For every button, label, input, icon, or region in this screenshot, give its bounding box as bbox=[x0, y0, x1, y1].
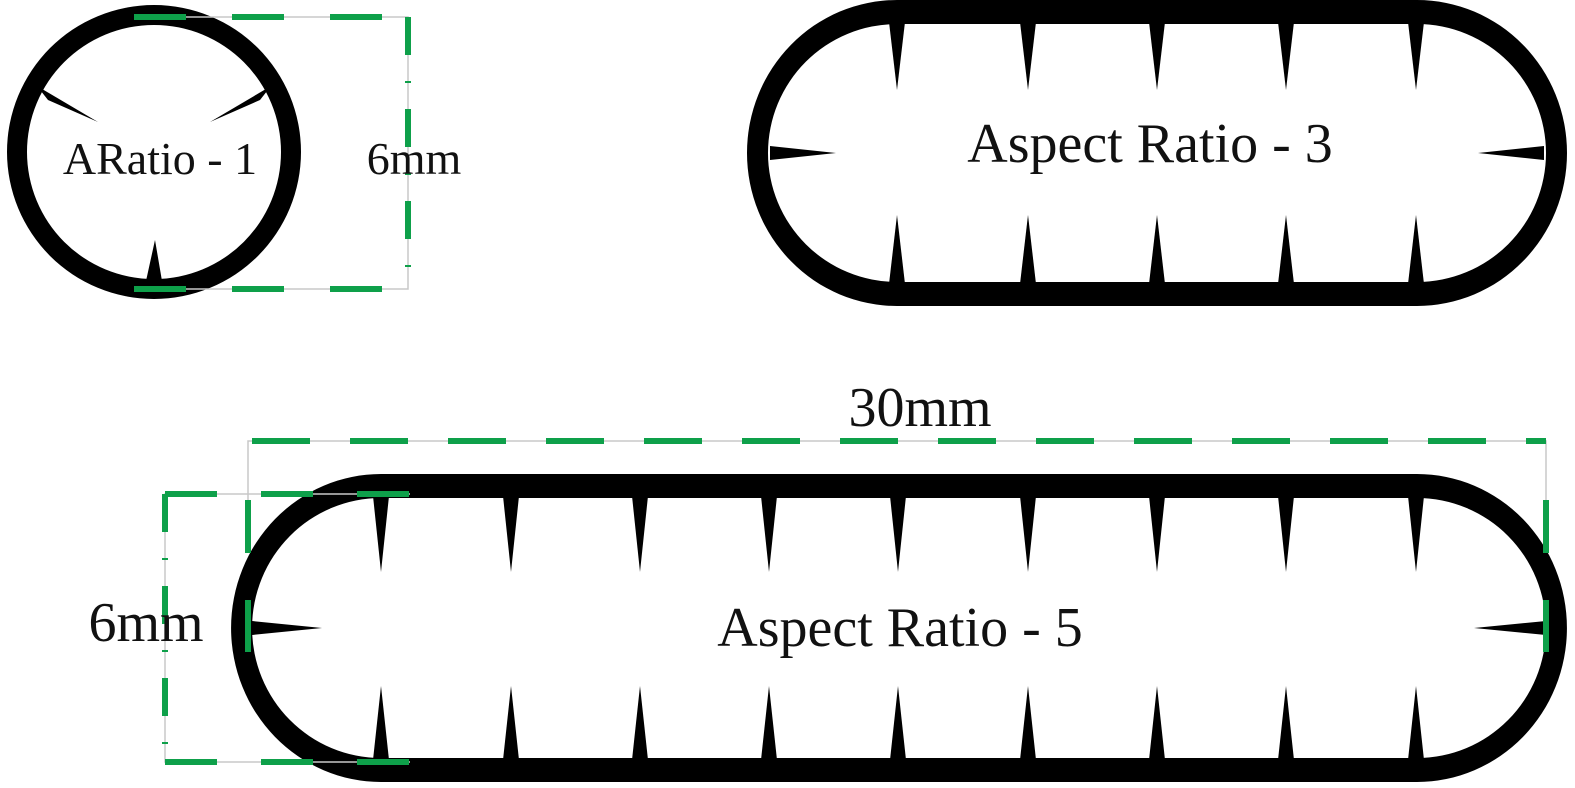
circle-label: ARatio - 1 bbox=[63, 133, 257, 184]
oval-ratio3-spike-right bbox=[1478, 146, 1544, 160]
oval-ratio5-spike-bottom bbox=[1408, 686, 1424, 760]
oval-ratio5-spike-top bbox=[1020, 496, 1036, 572]
oval-ratio5-spike-top bbox=[1149, 496, 1165, 572]
oval-ratio3-spike-top bbox=[889, 22, 905, 90]
circle-spike-bottom bbox=[146, 240, 162, 281]
oval-ratio5-label: Aspect Ratio - 5 bbox=[717, 597, 1082, 659]
oval-ratio3-spike-bottom bbox=[1278, 215, 1294, 284]
oval-ratio3-outline bbox=[747, 0, 1567, 306]
circle-height-label: 6mm bbox=[367, 133, 462, 184]
oval-ratio5-spike-bottom bbox=[632, 686, 648, 760]
oval-ratio5-spike-bottom bbox=[373, 686, 389, 760]
oval-length-label: 30mm bbox=[848, 377, 991, 439]
circle-spike-left bbox=[37, 86, 98, 122]
oval-ratio3-spike-bottom bbox=[1020, 215, 1036, 284]
oval-ratio5-spike-bottom bbox=[890, 686, 906, 760]
oval-ratio5-shape: Aspect Ratio - 5 bbox=[231, 474, 1567, 782]
oval-ratio3-spike-top bbox=[1408, 22, 1424, 90]
oval-ratio5-spike-top bbox=[373, 496, 389, 572]
oval-ratio5-spike-bottom bbox=[1278, 686, 1294, 760]
oval-ratio5-spike-top bbox=[503, 496, 519, 572]
oval-ratio3-spike-top bbox=[1149, 22, 1165, 90]
oval-ratio3-spikes bbox=[770, 22, 1544, 284]
circle-shape: ARatio - 1 bbox=[7, 5, 301, 299]
oval-ratio5-spike-top bbox=[761, 496, 777, 572]
oval-ratio5-spike-top bbox=[1408, 496, 1424, 572]
circle-spike-right bbox=[210, 86, 271, 122]
oval-ratio5-dimension: 30mm 6mm bbox=[88, 377, 1549, 765]
oval-ratio3-spike-bottom bbox=[889, 215, 905, 284]
oval-ratio5-spike-top bbox=[1278, 496, 1294, 572]
oval-ratio5-spike-bottom bbox=[761, 686, 777, 760]
oval-height-label: 6mm bbox=[88, 592, 203, 654]
oval-ratio3-spike-top bbox=[1278, 22, 1294, 90]
oval-ratio3-spike-top bbox=[1020, 22, 1036, 90]
oval-ratio5-spike-right bbox=[1474, 621, 1546, 635]
oval-ratio5-spike-top bbox=[632, 496, 648, 572]
circle-dimension: 6mm bbox=[134, 14, 462, 292]
oval-ratio5-spike-bottom bbox=[1149, 686, 1165, 760]
oval-ratio5-spike-left bbox=[252, 621, 322, 635]
oval-ratio5-spike-bottom bbox=[1020, 686, 1036, 760]
oval-ratio5-spikes bbox=[252, 496, 1546, 760]
oval-ratio5-spike-top bbox=[890, 496, 906, 572]
oval-ratio5-spike-bottom bbox=[503, 686, 519, 760]
oval-ratio3-label: Aspect Ratio - 3 bbox=[967, 113, 1332, 175]
oval-ratio3-spike-left bbox=[770, 146, 836, 160]
oval-ratio3-spike-bottom bbox=[1149, 215, 1165, 284]
oval-ratio3-spike-bottom bbox=[1408, 215, 1424, 284]
oval-ratio3-shape: Aspect Ratio - 3 bbox=[747, 0, 1567, 306]
